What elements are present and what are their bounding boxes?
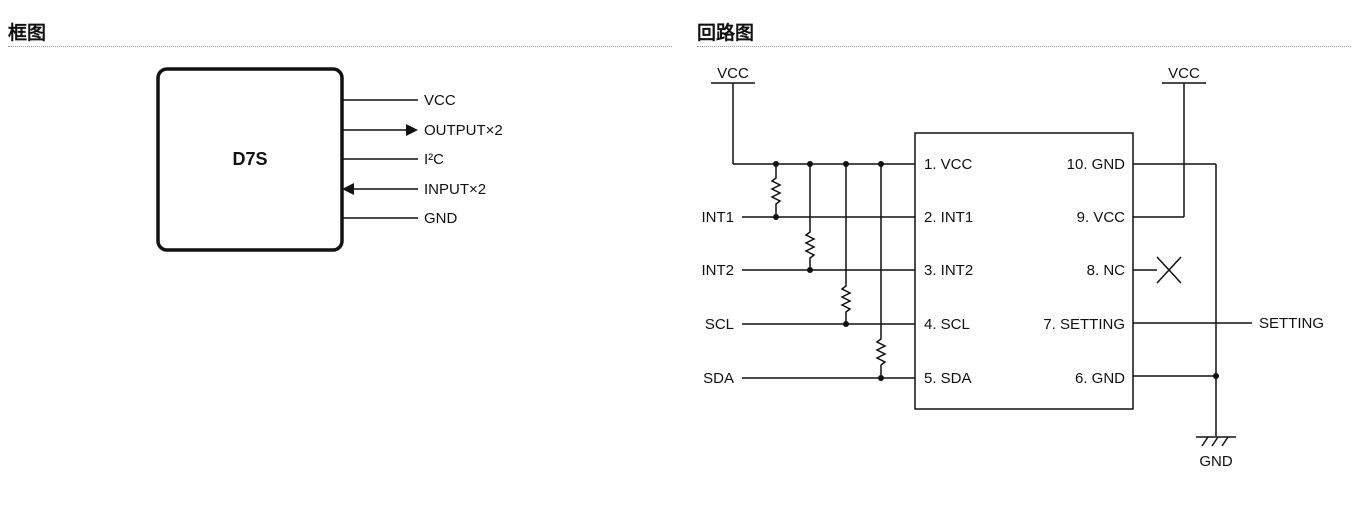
chip-label: D7S xyxy=(232,149,267,169)
junction-dot xyxy=(773,214,779,220)
ic-pin-8: 8. NC xyxy=(1087,262,1126,279)
signal-label-int2: INT2 xyxy=(701,262,734,279)
ic-package xyxy=(914,132,1134,410)
block-diagram-title: 框图 xyxy=(8,22,47,44)
junction-dot xyxy=(878,375,884,381)
junction-dot xyxy=(843,321,849,327)
block-diagram: D7S VCC OUTPUT×2 I²C INPUT×2 GND xyxy=(156,67,503,252)
pullup-resistor-sda xyxy=(875,164,887,378)
input-arrow-icon xyxy=(342,183,354,195)
junction-dot xyxy=(807,267,813,273)
circuit-diagram-title: 回路图 xyxy=(697,22,755,44)
ic-pin-5: 5. SDA xyxy=(924,370,972,387)
pullup-resistor-int2 xyxy=(804,164,816,270)
ic-pin-3: 3. INT2 xyxy=(924,262,973,279)
block-diagram-divider xyxy=(8,46,672,47)
ic-pin-2: 2. INT1 xyxy=(924,209,973,226)
signal-label-scl: SCL xyxy=(705,316,734,333)
circuit-diagram-divider xyxy=(697,46,1351,47)
pin-label-input: INPUT×2 xyxy=(424,181,486,198)
vcc-right-label: VCC xyxy=(1168,65,1200,82)
setting-label: SETTING xyxy=(1259,315,1324,332)
pullup-resistor-scl xyxy=(840,164,852,324)
pin-label-output: OUTPUT×2 xyxy=(424,122,503,139)
signal-label-int1: INT1 xyxy=(701,209,734,226)
pin-label-vcc: VCC xyxy=(424,92,456,109)
pin-label-gnd: GND xyxy=(424,210,458,227)
ground-icon xyxy=(1196,436,1236,447)
pullup-resistor-int1 xyxy=(770,164,782,217)
gnd-label: GND xyxy=(1199,453,1233,470)
circuit-diagram: VCC INT1 INT2 SCL SDA xyxy=(701,65,1324,470)
pin-label-i2c: I²C xyxy=(424,151,444,168)
signal-label-sda: SDA xyxy=(703,370,734,387)
ic-pin-10: 10. GND xyxy=(1067,156,1126,173)
ic-pin-9: 9. VCC xyxy=(1077,209,1126,226)
junction-dot xyxy=(1213,373,1219,379)
ic-pin-6: 6. GND xyxy=(1075,370,1125,387)
vcc-left-label: VCC xyxy=(717,65,749,82)
no-connect-icon xyxy=(1156,256,1182,284)
ic-pin-1: 1. VCC xyxy=(924,156,973,173)
ic-pin-4: 4. SCL xyxy=(924,316,970,333)
ic-pin-7: 7. SETTING xyxy=(1043,316,1125,333)
output-arrow-icon xyxy=(406,124,418,136)
